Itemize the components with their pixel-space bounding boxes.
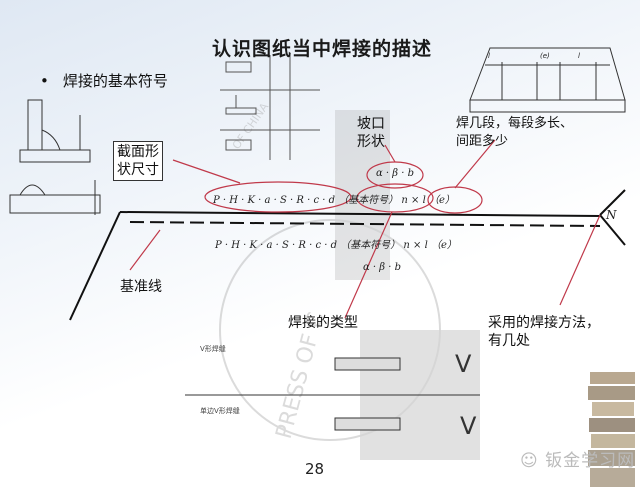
label-line: 有几处 (488, 333, 530, 349)
label-weld-type: 焊接的类型 (288, 315, 358, 331)
annotations (129, 139, 601, 319)
segment-gap: (e) (540, 52, 550, 60)
label-line: 坡口 (357, 116, 385, 132)
fillet-weld-figure (19, 99, 91, 163)
formula-symbol: （基本符号） (338, 195, 399, 206)
label-line: 间距多少 (456, 134, 509, 149)
site-watermark: ☺ 钣金学习网 (520, 446, 635, 471)
watermark-text: 钣金学习网 (545, 451, 636, 471)
weld-type-table (185, 357, 480, 431)
label-segments: 焊几段，每段多长、 间距多少 (456, 115, 573, 151)
butt-weld-figure (9, 180, 101, 215)
lower-formula: P · H · K · a · S · R · c · d （基本符号） n ×… (215, 236, 457, 251)
formula-count: n × l （e） (403, 240, 457, 251)
label-groove-shape: 坡口 形状 (357, 115, 385, 151)
bullet-heading: •焊接的基本符号 (40, 72, 168, 90)
upper-angle-formula: α · β · b (376, 168, 415, 179)
label-line: 形状 (357, 134, 385, 150)
label-line: 状尺寸 (117, 162, 159, 178)
lower-angle-formula: α · β · b (363, 262, 402, 273)
wechat-icon: ☺ (520, 451, 546, 471)
label-reference-line: 基准线 (120, 279, 162, 295)
weld-row-name: V形焊缝 (200, 345, 226, 353)
reference-line (69, 189, 626, 321)
tail-process-letter: N (606, 208, 617, 222)
formula-dimensions: P · H · K · a · S · R · c · d (213, 195, 336, 206)
bullet-text: 焊接的基本符号 (62, 72, 168, 90)
formula-count: n × l （e） (401, 195, 455, 206)
v-weld-symbol: V (455, 350, 472, 378)
symbol-table (220, 55, 320, 160)
label-line: 截面形 (117, 144, 159, 160)
label-line: 采用的焊接方法， (488, 315, 600, 331)
segment-length-1: l (488, 52, 490, 60)
page-title: 认识图纸当中焊接的描述 (212, 38, 433, 60)
formula-dimensions: P · H · K · a · S · R · c · d (215, 240, 338, 251)
press-stamp-watermark: PRESS OF C OF CHINA (219, 100, 480, 460)
segment-weld-drawing (469, 47, 626, 113)
upper-formula: P · H · K · a · S · R · c · d （基本符号） n ×… (213, 191, 455, 206)
label-weld-method: 采用的焊接方法， 有几处 (488, 314, 600, 350)
page-number: 28 (305, 460, 325, 478)
segment-length-2: l (578, 52, 580, 60)
label-line: 焊几段，每段多长、 (456, 116, 574, 131)
books-decoration (588, 372, 635, 487)
single-bevel-weld-symbol: V (460, 412, 477, 440)
weld-row-name: 单边V形焊缝 (200, 407, 240, 415)
formula-symbol: （基本符号） (340, 240, 401, 251)
label-section-size: 截面形 状尺寸 (113, 141, 163, 181)
